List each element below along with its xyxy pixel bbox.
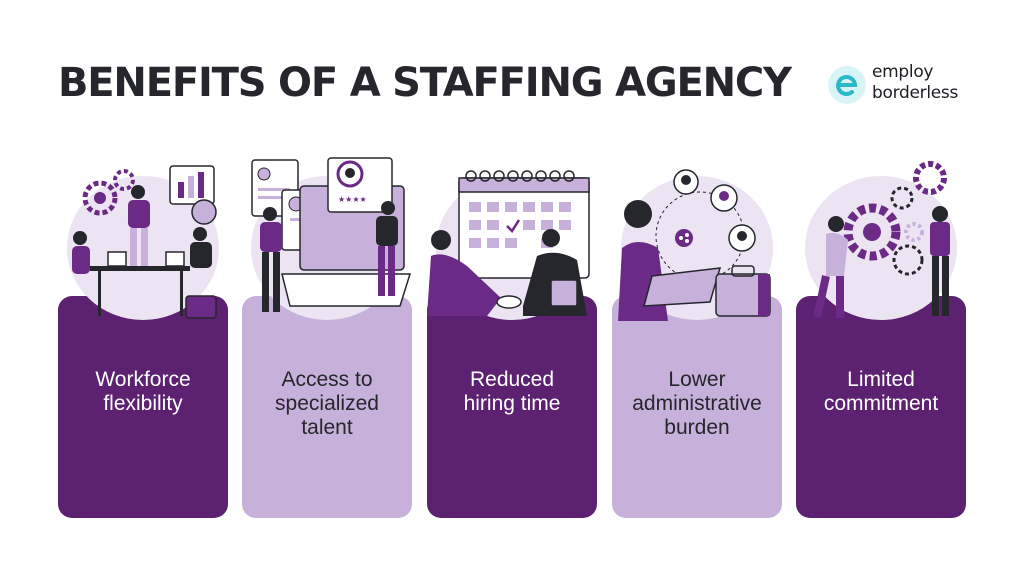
logo-line-2: borderless <box>872 83 959 103</box>
card-panel <box>612 296 782 518</box>
card-label: Reduced hiring time <box>463 368 561 415</box>
card-panel <box>242 296 412 518</box>
logo-line-1: employ <box>872 62 934 82</box>
benefit-card-limited-commitment: Limited commitment <box>796 156 966 518</box>
network-briefcase-illustration <box>618 169 773 321</box>
card-panel <box>427 296 597 518</box>
e-logo-icon <box>828 66 866 104</box>
brand-logo: employ borderless <box>828 62 988 110</box>
calendar-handshake-illustration <box>427 170 590 320</box>
svg-text:★★★★: ★★★★ <box>338 195 367 204</box>
card-label: Lower administrative burden <box>632 368 762 439</box>
benefit-card-specialized-talent: ★★★★ Access to specialized talent <box>242 156 412 518</box>
card-label: Access to specialized talent <box>275 368 379 439</box>
card-panel <box>58 296 228 518</box>
candidate-profiles-illustration: ★★★★ <box>251 157 412 320</box>
gears-people-illustration <box>805 161 957 320</box>
card-label: Limited commitment <box>823 368 939 415</box>
benefit-card-reduced-hiring-time: Reduced hiring time <box>427 156 597 518</box>
page-title: BENEFITS OF A STAFFING AGENCY <box>58 60 792 106</box>
benefit-card-administrative-burden: Lower administrative burden <box>612 156 782 518</box>
card-label: Workforce flexibility <box>95 368 191 415</box>
benefit-card-workforce-flexibility: Workforce flexibility <box>58 156 228 518</box>
team-workspace-illustration <box>67 165 219 320</box>
card-panel <box>796 296 966 518</box>
